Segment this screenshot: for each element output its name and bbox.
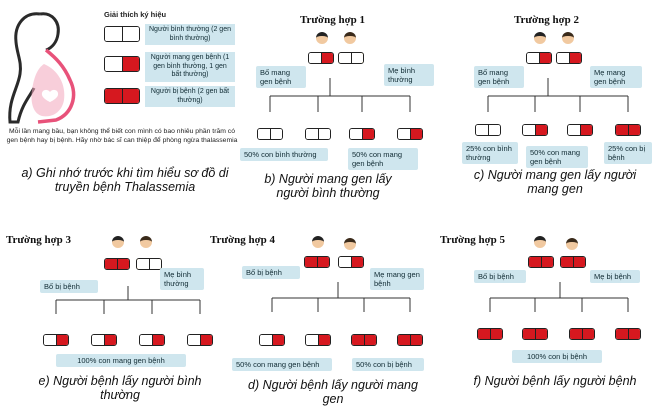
case-4-child-1: [259, 334, 285, 346]
case-5-child-1: [477, 328, 503, 340]
case-3-child-4: [187, 334, 213, 346]
case-1-child-2: [305, 128, 331, 140]
case-5-father-chromosome: [528, 256, 554, 268]
legend-carrier-text: Người mang gen bệnh (1 gen bình thường, …: [145, 52, 235, 82]
case-1-result-2: 50% con mang gen bệnh: [348, 148, 418, 170]
caption-a: a) Ghi nhớ trước khi tìm hiểu sơ đồ di t…: [21, 166, 229, 194]
case-3-mother-label: Mẹ bình thường: [160, 268, 204, 290]
father-icon: [316, 32, 328, 44]
legend-normal-text: Người bình thường (2 gen bình thường): [145, 24, 235, 45]
legend-sick-chromosome: [104, 88, 140, 104]
case-4-child-4: [397, 334, 423, 346]
case-1-child-1: [257, 128, 283, 140]
father-icon: [534, 236, 546, 248]
father-icon: [534, 32, 546, 44]
case-5-child-4: [615, 328, 641, 340]
mother-icon: [562, 32, 574, 44]
case-2-father-label: Bố mang gen bệnh: [474, 66, 524, 88]
legend-carrier-chromosome: [104, 56, 140, 72]
case-5-child-2: [522, 328, 548, 340]
case-4-father-chromosome: [304, 256, 330, 268]
case-2-mother-chromosome: [556, 52, 582, 64]
case-4-child-2: [305, 334, 331, 346]
case-4-child-3: [351, 334, 377, 346]
case-3-father-chromosome: [104, 258, 130, 270]
case-3-child-2: [91, 334, 117, 346]
case-2-child-1: [475, 124, 501, 136]
case-4-mother-label: Mẹ mang gen bệnh: [370, 268, 424, 290]
case-1-father-label: Bố mang gen bệnh: [256, 66, 306, 88]
case-2-result-1: 25% con bình thường: [462, 142, 518, 164]
case-5-title: Trường hợp 5: [440, 234, 506, 246]
case-2-result-3: 25% con bị bệnh: [604, 142, 652, 164]
case-2-father-chromosome: [526, 52, 552, 64]
legend-title: Giải thích ký hiệu: [104, 10, 167, 19]
mother-icon: [344, 32, 356, 44]
case-4-result-1: 50% con mang gen bệnh: [232, 358, 332, 371]
case-4-result-2: 50% con bị bệnh: [352, 358, 424, 371]
case-1-title: Trường hợp 1: [300, 14, 366, 26]
case-3-title: Trường hợp 3: [6, 234, 72, 246]
case-1-result-1: 50% con bình thường: [240, 148, 328, 161]
caption-e: e) Người bệnh lấy người bình thường: [38, 374, 202, 402]
father-icon: [112, 236, 124, 248]
mother-icon: [566, 238, 578, 250]
case-3-result-1: 100% con mang gen bệnh: [56, 354, 186, 367]
case-3-mother-chromosome: [136, 258, 162, 270]
case-2-title: Trường hợp 2: [514, 14, 580, 26]
case-2-child-3: [567, 124, 593, 136]
caption-d: d) Người bệnh lấy người mang gen: [248, 378, 418, 406]
case-4-father-label: Bố bị bệnh: [242, 266, 300, 279]
case-5-child-3: [569, 328, 595, 340]
legend-note: Mỗi lần mang bầu, bạn không thể biết con…: [6, 128, 238, 144]
case-3-child-1: [43, 334, 69, 346]
case-1-child-4: [397, 128, 423, 140]
case-3-child-3: [139, 334, 165, 346]
father-icon: [312, 236, 324, 248]
mother-icon: [140, 236, 152, 248]
case-1-mother-chromosome: [338, 52, 364, 64]
pregnant-woman-icon: [8, 12, 76, 124]
case-5-father-label: Bố bị bệnh: [474, 270, 526, 283]
case-2-child-4: [615, 124, 641, 136]
case-1-child-3: [349, 128, 375, 140]
case-1-mother-label: Mẹ bình thường: [384, 64, 434, 86]
case-5-mother-label: Mẹ bị bệnh: [590, 270, 640, 283]
caption-c: c) Người mang gen lấy người mang gen: [473, 168, 637, 196]
case-5-mother-chromosome: [560, 256, 586, 268]
legend-sick-text: Người bị bệnh (2 gen bất thường): [145, 86, 235, 107]
case-3-father-label: Bố bị bệnh: [40, 280, 98, 293]
case-2-result-2: 50% con mang gen bệnh: [526, 146, 588, 168]
caption-b: b) Người mang gen lấy người bình thường: [264, 172, 392, 200]
case-4-title: Trường hợp 4: [210, 234, 276, 246]
caption-f: f) Người bệnh lấy người bệnh: [473, 374, 637, 388]
mother-icon: [344, 238, 356, 250]
legend-normal-chromosome: [104, 26, 140, 42]
case-4-mother-chromosome: [338, 256, 364, 268]
case-2-mother-label: Mẹ mang gen bệnh: [590, 66, 642, 88]
case-2-child-2: [522, 124, 548, 136]
case-1-father-chromosome: [308, 52, 334, 64]
case-5-result-1: 100% con bị bệnh: [512, 350, 602, 363]
